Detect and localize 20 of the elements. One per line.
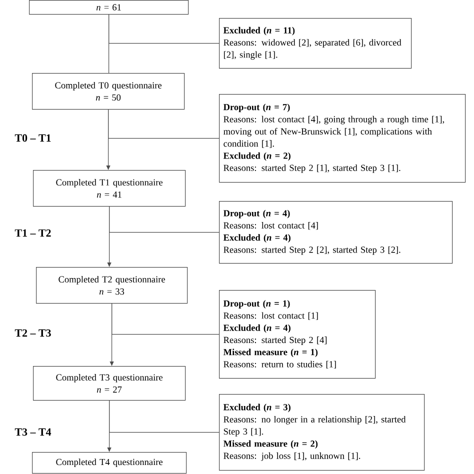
connector-line <box>112 303 220 335</box>
interval-label: T2 – T3 <box>14 329 51 337</box>
exclusion-box: Drop-out (n = 4) Reasons: lost contact [4] Excluded (n = 4) Reasons: started Step 2 [2], started Step 3 [2]. <box>219 201 453 264</box>
process-box: Completed T2 questionnaire n = 33 <box>36 267 188 304</box>
interval-label: T0 – T1 <box>14 134 51 142</box>
process-box: Completed T0 questionnaire n = 50 <box>32 73 185 110</box>
exclusion-box: Drop-out (n = 1) Reasons: lost contact [1] Excluded (n = 4) Reasons: started Step 2 [4] Missed measure (n = 1) Reasons: return to studies [1] <box>219 290 376 379</box>
interval-label: T3 – T4 <box>14 428 52 436</box>
process-box: Completed T4 questionnaire <box>32 452 187 474</box>
connector-line <box>108 109 220 139</box>
connector-line <box>109 400 220 433</box>
process-box: n = 61 <box>29 0 189 15</box>
process-box: Completed T1 questionnaire n = 41 <box>33 170 186 207</box>
exclusion-box: Excluded (n = 3) Reasons: no longer in a relationship [2], started Step 3 [1]. Missed measure (n = 2) Reasons: job loss [1], unknown [1]. <box>219 394 425 471</box>
connector-line <box>108 14 220 44</box>
exclusion-box: Drop-out (n = 7) Reasons: lost contact [4], going through a rough time [1], moving out of New-Brunswick [1], complications with condition [1]. Excluded (n = 2) Reasons: started Step 2 [1], started Step 3 [1]. <box>219 94 466 183</box>
connector-line <box>109 206 220 233</box>
interval-label: T1 – T2 <box>14 229 51 237</box>
exclusion-box: Excluded (n = 11) Reasons: widowed [2], separated [6], divorced [2], single [1]. <box>219 18 412 69</box>
process-box: Completed T3 questionnaire n = 27 <box>33 366 186 401</box>
